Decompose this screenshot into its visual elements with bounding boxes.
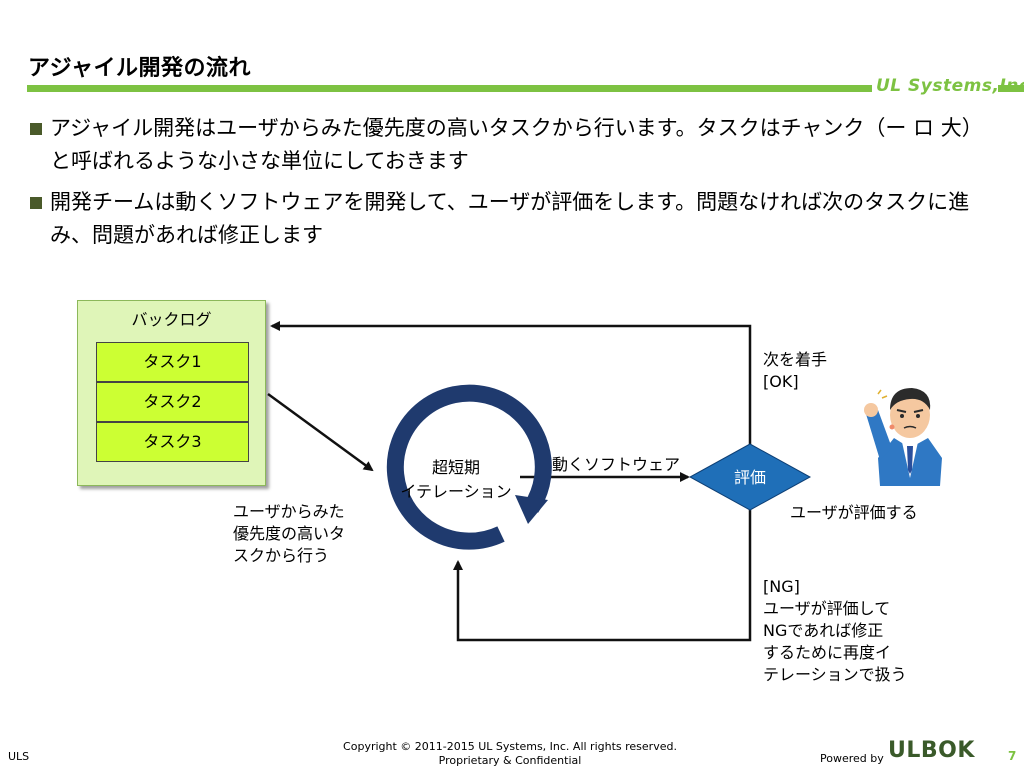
iteration-cycle-ring xyxy=(386,384,552,550)
ok-label-line-2: [OK] xyxy=(763,372,799,391)
priority-label-line-3: スクから行う xyxy=(233,546,330,565)
arrow-ng-to-iteration xyxy=(453,510,752,642)
ng-label-line-4: するために再度イ xyxy=(763,643,892,662)
priority-label-line-1: ユーザからみた xyxy=(233,502,345,521)
copyright-text: Copyright © 2011-2015 UL Systems, Inc. A… xyxy=(343,740,677,753)
evaluate-diamond xyxy=(688,443,812,511)
task-item-2: タスク2 xyxy=(96,382,249,422)
iteration-label-line-1: 超短期 xyxy=(431,458,480,477)
priority-label-line-2: 優先度の高いタ xyxy=(233,524,346,543)
bullet-text-2: 開発チームは動くソフトウェアを開発して、ユーザが評価をします。問題なければ次のタ… xyxy=(50,190,970,247)
ng-label-line-2: ユーザが評価して xyxy=(763,599,891,618)
ng-label-line-5: テレーションで扱う xyxy=(763,665,907,684)
arrow-backlog-to-iteration xyxy=(267,392,374,472)
priority-label: ユーザからみた 優先度の高いタ スクから行う xyxy=(233,501,345,567)
iteration-cycle-arrowhead-icon xyxy=(515,495,548,524)
user-evaluates-label: ユーザが評価する xyxy=(790,503,918,522)
evaluate-label: 評価 xyxy=(734,468,766,487)
backlog-label: バックログ xyxy=(131,310,212,329)
powered-by-label: Powered by xyxy=(820,752,884,765)
ng-label: [NG] ユーザが評価して NGであれば修正 するために再度イ テレーションで扱… xyxy=(763,576,907,686)
bullet-item-1: アジャイル開発はユーザからみた優先度の高いタスクから行います。タスクはチャンク（… xyxy=(30,112,990,178)
company-logo: UL Systems,Inc. xyxy=(876,76,1024,96)
title-underline-right xyxy=(998,85,1024,92)
title-underline xyxy=(27,85,872,92)
businessman-icon xyxy=(864,388,942,486)
arrow-ok-to-backlog xyxy=(270,321,752,446)
bullet-square-icon xyxy=(30,197,42,209)
confidential-text: Proprietary & Confidential xyxy=(438,754,582,767)
bullet-item-2: 開発チームは動くソフトウェアを開発して、ユーザが評価をします。問題なければ次のタ… xyxy=(30,186,990,252)
task-item-1: タスク1 xyxy=(96,342,249,382)
bullet-text-1: アジャイル開発はユーザからみた優先度の高いタスクから行います。タスクはチャンク（… xyxy=(50,116,983,173)
ng-label-line-1: [NG] xyxy=(763,577,800,596)
page-number: 7 xyxy=(1008,749,1017,763)
footer-copyright: Copyright © 2011-2015 UL Systems, Inc. A… xyxy=(330,740,690,768)
slide-title: アジャイル開発の流れ xyxy=(28,56,252,81)
ok-label: 次を着手 [OK] xyxy=(763,349,827,393)
ok-label-line-1: 次を着手 xyxy=(763,350,828,369)
task-item-3: タスク3 xyxy=(96,422,249,462)
software-label: 動くソフトウェア xyxy=(552,455,681,474)
bullet-square-icon xyxy=(30,123,42,135)
ulbok-logo: ULBOK xyxy=(888,738,975,763)
footer-left-label: ULS xyxy=(8,750,30,763)
iteration-label: 超短期 イテレーション xyxy=(397,456,515,504)
iteration-label-line-2: イテレーション xyxy=(400,482,512,501)
ng-label-line-3: NGであれば修正 xyxy=(763,621,884,640)
